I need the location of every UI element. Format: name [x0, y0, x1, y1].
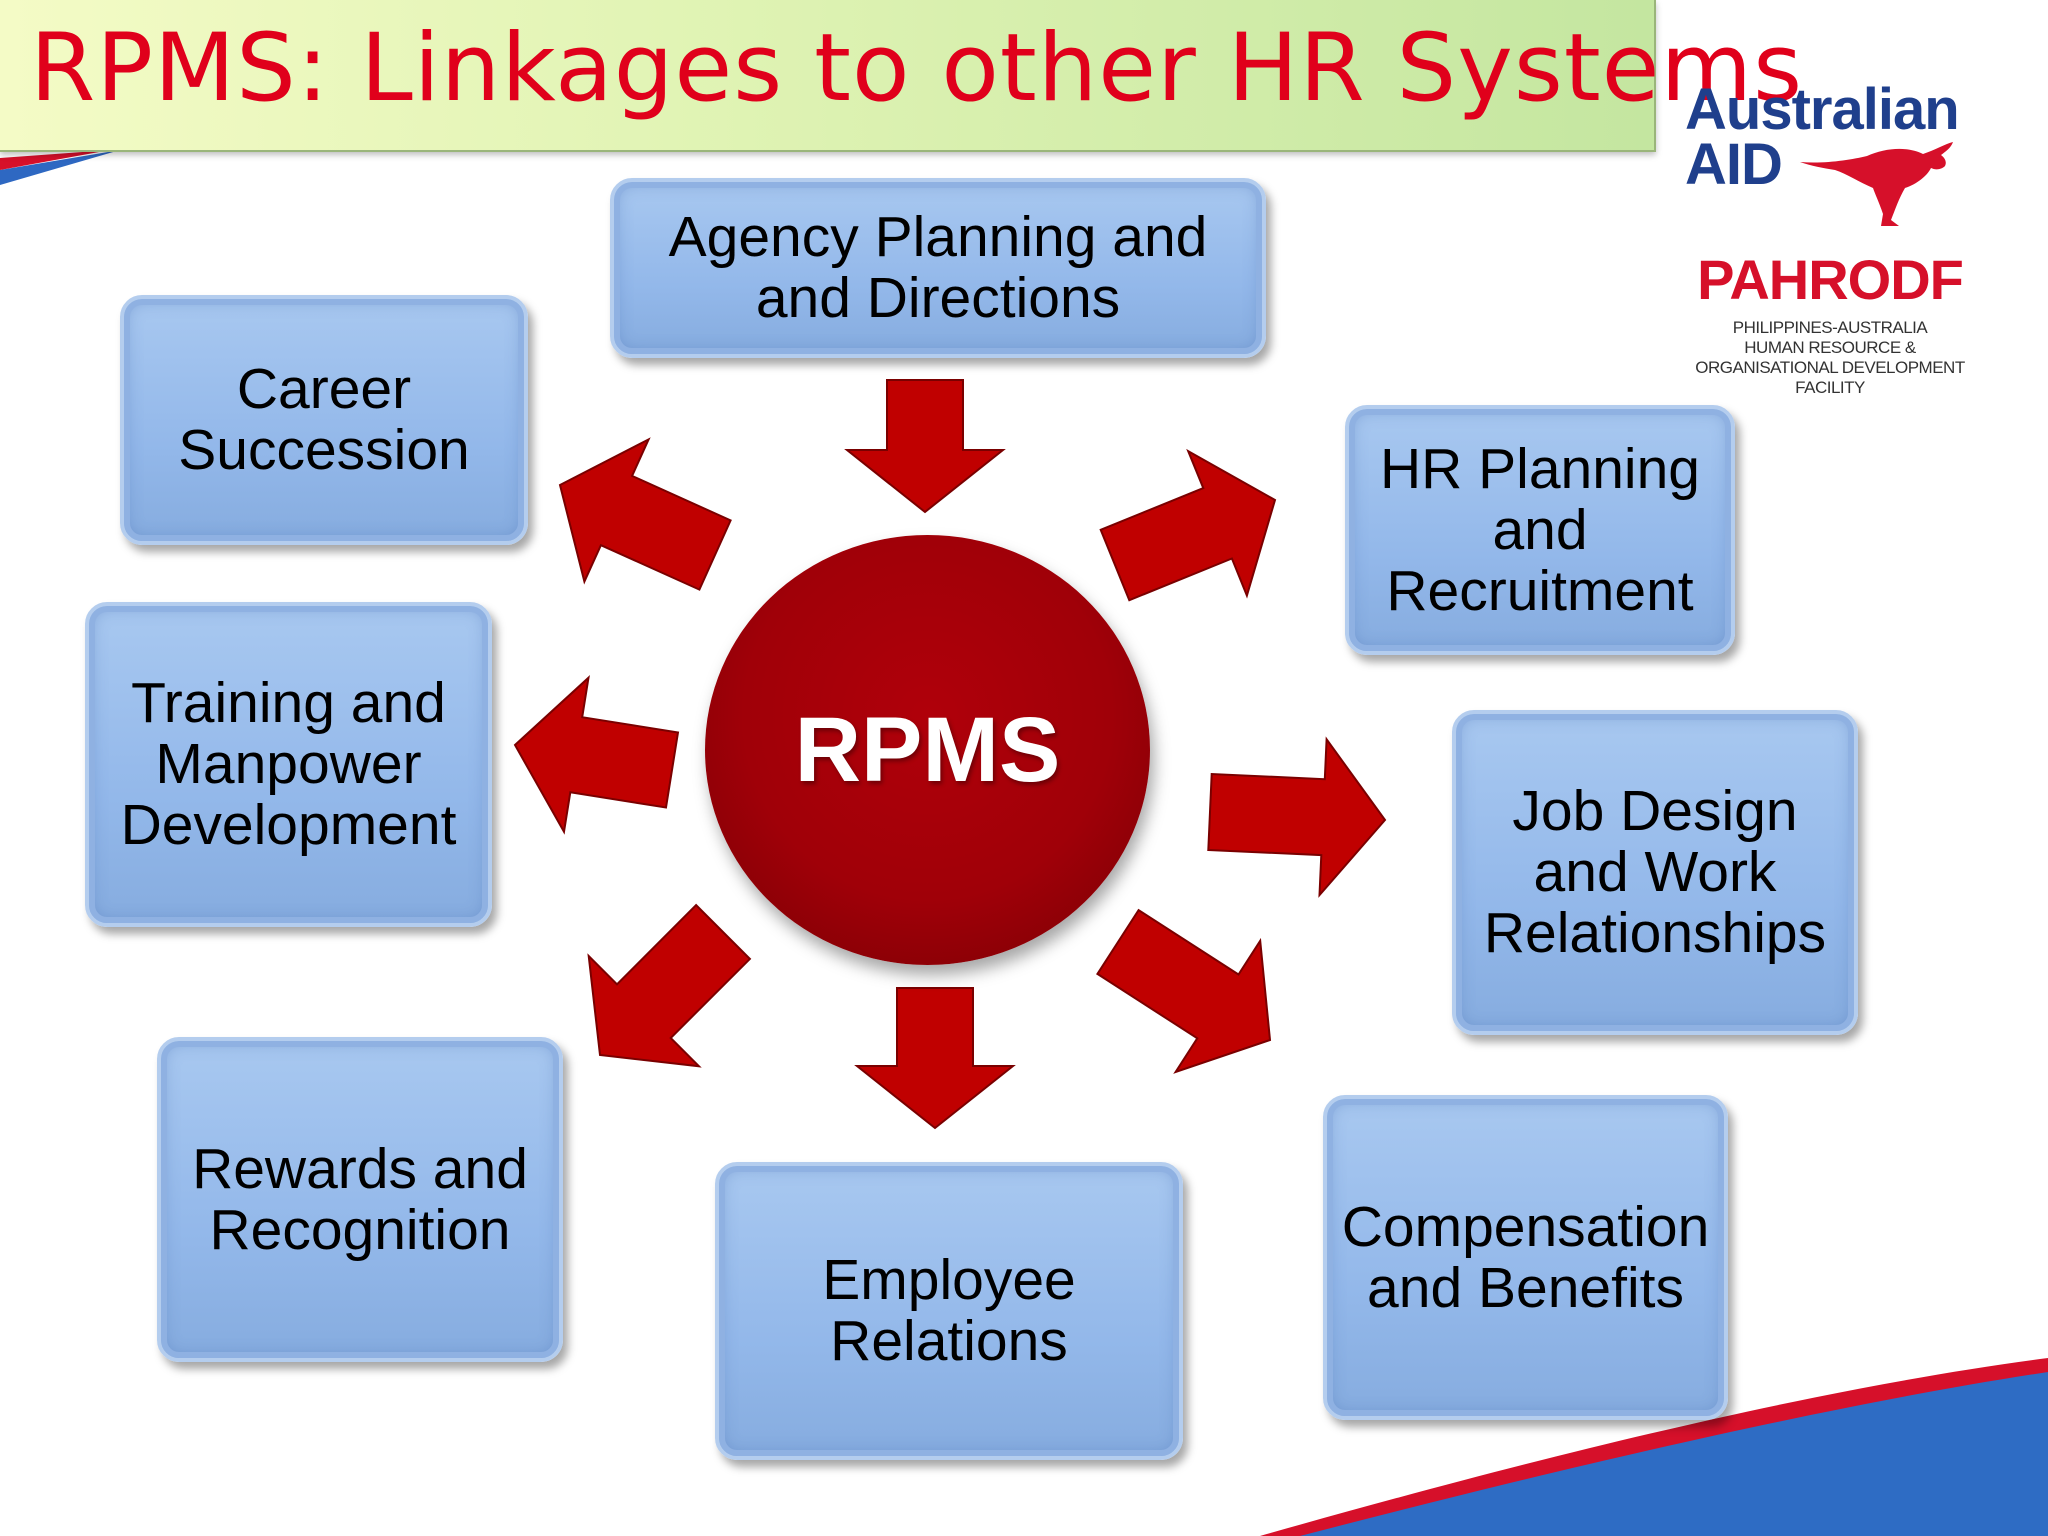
pahrodf-subtitle: PHILIPPINES-AUSTRALIA HUMAN RESOURCE & O…	[1695, 318, 1965, 397]
pahrodf-logo: PAHRODF	[1697, 248, 1964, 311]
arrow-to-job-design	[1207, 736, 1387, 898]
australian-aid-line1: Australian	[1685, 77, 1960, 142]
node-employee-relations: Employee Relations	[715, 1162, 1183, 1460]
node-label: Job Design and Work Relationships	[1483, 779, 1827, 965]
rpms-hub-label: RPMS	[794, 698, 1061, 801]
node-agency-planning: Agency Planning and and Directions	[610, 178, 1266, 358]
node-label: Rewards and Recognition	[192, 1136, 528, 1262]
node-label: Training and Manpower Development	[120, 671, 457, 857]
arrow-to-hr-planning	[1099, 448, 1277, 602]
node-label: Compensation and Benefits	[1341, 1194, 1710, 1320]
arrow-to-training	[513, 675, 680, 835]
node-career-succession: Career Succession	[120, 295, 528, 545]
node-compensation: Compensation and Benefits	[1323, 1095, 1728, 1420]
arrow-to-compensation	[1096, 908, 1272, 1074]
node-label: Career Succession	[178, 357, 470, 482]
node-rewards: Rewards and Recognition	[157, 1037, 563, 1362]
kangaroo-icon	[1800, 142, 1953, 226]
arrow-to-career	[558, 437, 732, 591]
slide-title: RPMS: Linkages to other HR Systems	[30, 14, 1804, 123]
node-training: Training and Manpower Development	[85, 602, 492, 927]
node-job-design: Job Design and Work Relationships	[1452, 710, 1858, 1035]
arrow-agency-to-hub	[844, 379, 1006, 514]
australian-aid-line2: AID	[1685, 132, 1783, 197]
rpms-hub: RPMS	[705, 535, 1150, 965]
arrow-to-rewards	[587, 903, 752, 1068]
australian-aid-logo: Australian AID	[1685, 77, 1985, 197]
title-bar: RPMS: Linkages to other HR Systems	[0, 0, 1802, 152]
arrow-to-employee-relations	[854, 987, 1016, 1130]
node-label: HR Planning and Recruitment	[1379, 436, 1700, 623]
node-label: Agency Planning and and Directions	[668, 205, 1208, 330]
node-hr-planning: HR Planning and Recruitment	[1345, 405, 1735, 655]
node-label: Employee Relations	[822, 1248, 1076, 1373]
